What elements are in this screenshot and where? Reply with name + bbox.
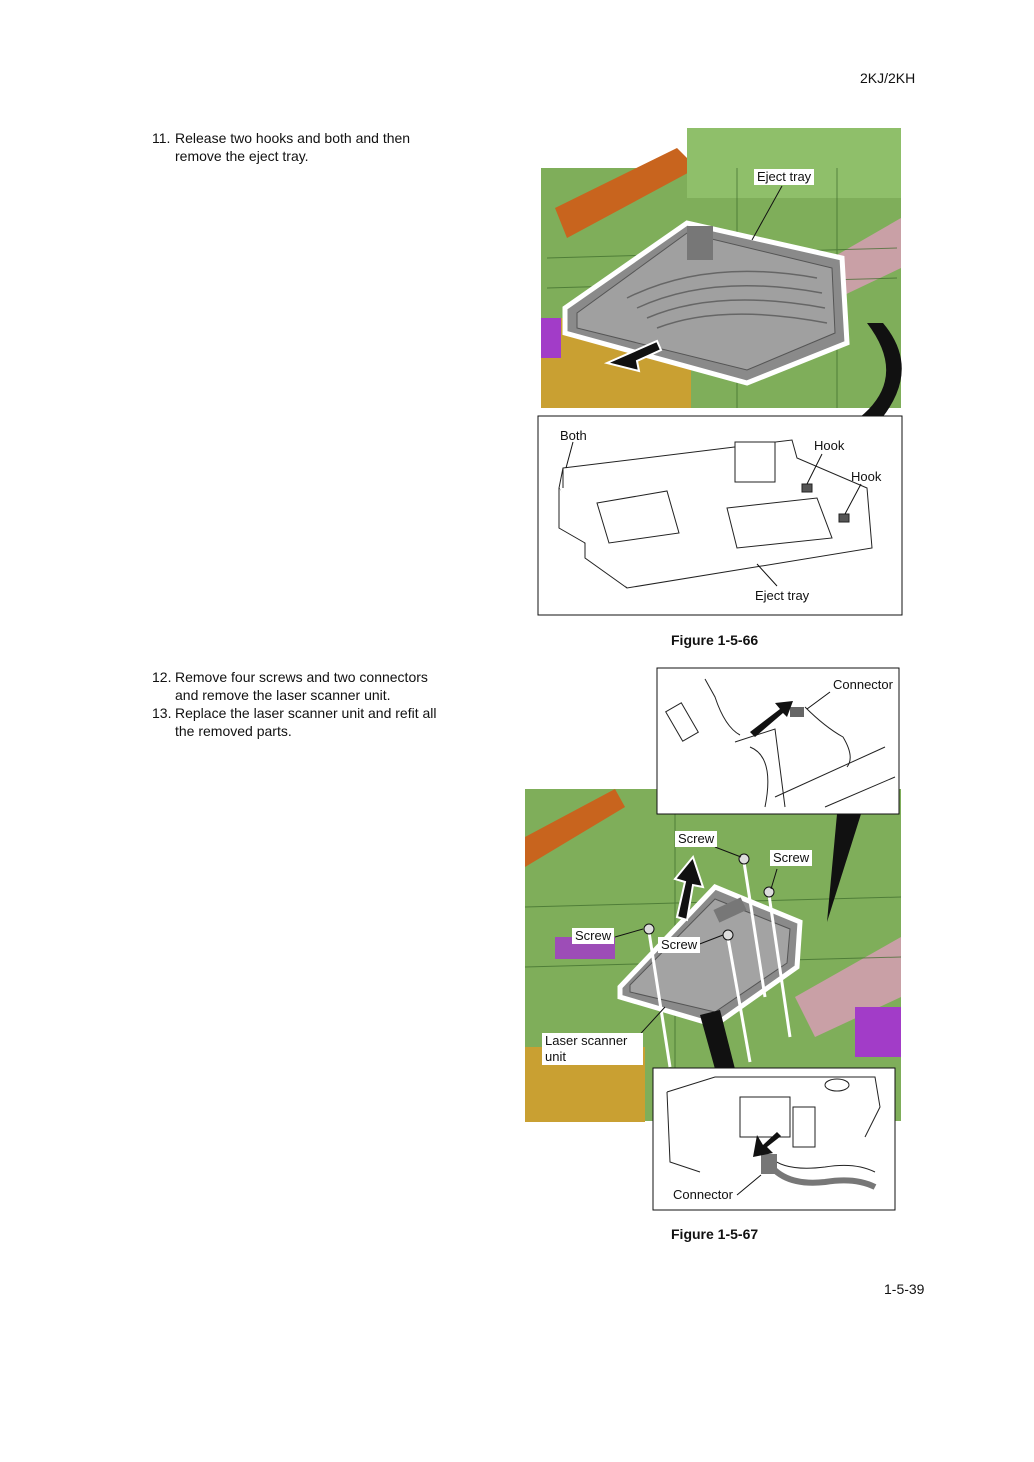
label-screw-1: Screw xyxy=(675,831,718,847)
callout-wedge xyxy=(859,323,902,418)
step-text-line: Replace the laser scanner unit and refit… xyxy=(175,705,437,721)
removal-arrow-icon xyxy=(603,339,663,373)
label-eject-tray-bottom: Eject tray xyxy=(755,588,810,603)
eject-tray-line-drawing xyxy=(558,439,873,589)
page-number: 1-5-39 xyxy=(884,1281,925,1297)
step-text-line: remove the eject tray. xyxy=(175,148,309,164)
connector-plug xyxy=(761,1154,777,1174)
label-connector-top: Connector xyxy=(833,677,893,692)
connector-bottom-line-drawing xyxy=(666,1076,881,1173)
inset-leader-lines xyxy=(565,441,862,587)
pull-arrow-icon xyxy=(753,1132,781,1157)
figure-caption-1-5-67: Figure 1-5-67 xyxy=(671,1226,759,1242)
leader-line xyxy=(736,1174,762,1196)
screw-icons xyxy=(643,853,775,941)
connector-top-line-drawing xyxy=(665,678,896,808)
label-hook-2: Hook xyxy=(851,469,882,484)
machine-purple-part xyxy=(855,1007,901,1057)
figure-caption-1-5-66: Figure 1-5-66 xyxy=(671,632,759,648)
step-number: 12. xyxy=(152,669,172,685)
connector-plug xyxy=(790,707,804,717)
machine-purple-part xyxy=(541,318,561,358)
laser-scanner-unit-top xyxy=(629,898,791,1013)
figure-1-5-67: Connector Screw Screw Screw Screw Laser … xyxy=(525,667,902,1213)
model-code: 2KJ/2KH xyxy=(860,70,916,86)
push-arrow-icon xyxy=(750,701,793,737)
connector-inset-top xyxy=(656,667,900,815)
eject-tray-illustration xyxy=(537,128,903,616)
machine-pink-arm xyxy=(795,937,901,1037)
step-number: 13. xyxy=(152,705,172,721)
label-screw-3: Screw xyxy=(572,928,615,944)
machine-top-panel xyxy=(687,128,901,198)
label-eject-tray-top: Eject tray xyxy=(754,169,815,185)
label-screw-4: Screw xyxy=(658,937,701,953)
figure-1-5-66: Eject tray Both Hook Hook Eject tray xyxy=(537,128,903,618)
laser-scanner-window xyxy=(713,897,747,923)
label-hook-1: Hook xyxy=(814,438,845,453)
step-text-line: Release two hooks and both and then xyxy=(175,130,411,146)
label-both: Both xyxy=(560,428,587,443)
label-screw-2: Screw xyxy=(770,850,813,866)
step-number: 11. xyxy=(152,130,171,146)
machine-orange-rail xyxy=(555,148,697,238)
step-text-line: Remove four screws and two connectors xyxy=(175,669,428,685)
screw-guide-lines xyxy=(647,861,792,1068)
eject-tray-vent xyxy=(687,226,713,260)
machine-orange-rail xyxy=(525,789,625,867)
leader-line xyxy=(751,185,783,241)
label-line: Laser scanner xyxy=(545,1033,628,1048)
leader-line xyxy=(806,691,831,710)
step-text-line: the removed parts. xyxy=(175,723,292,739)
callout-wedge-top xyxy=(827,814,861,922)
lift-arrow-icon xyxy=(673,854,705,922)
step-text-line: and remove the laser scanner unit. xyxy=(175,687,391,703)
label-laser-scanner-unit: Laser scanner unit xyxy=(542,1033,643,1065)
label-connector-bottom: Connector xyxy=(673,1187,733,1202)
callout-wedge-bottom xyxy=(700,1010,735,1069)
label-line: unit xyxy=(545,1049,566,1064)
